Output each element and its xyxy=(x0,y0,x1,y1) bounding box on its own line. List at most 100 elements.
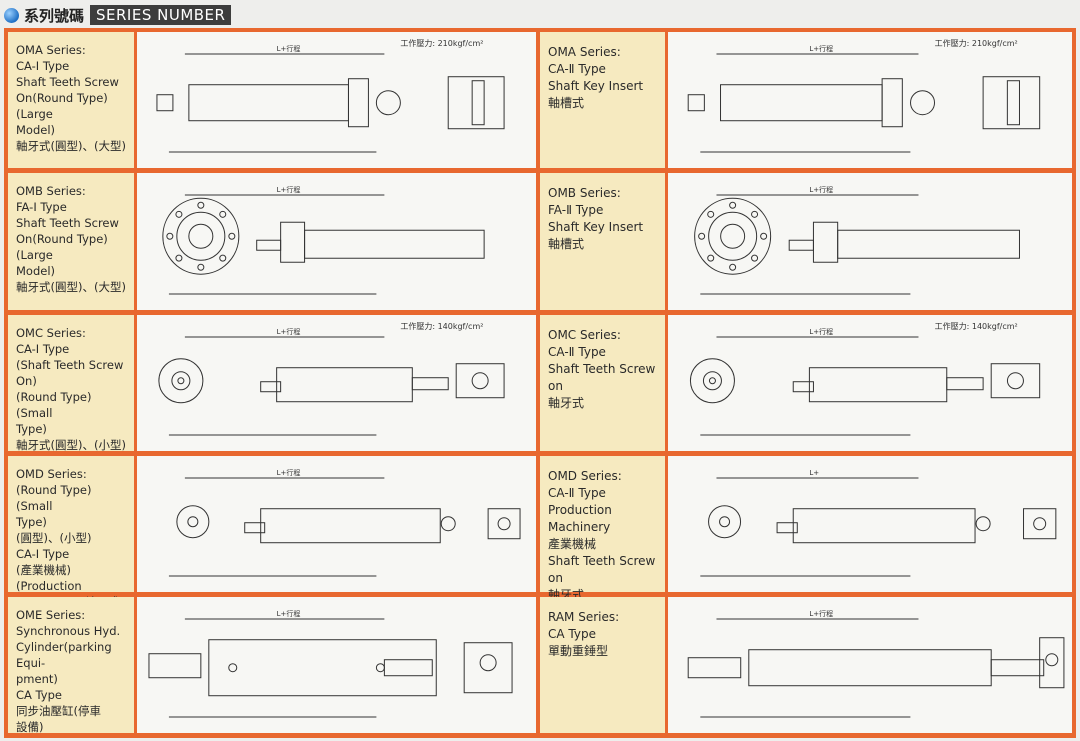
series-description-line: (圓型)、(小型) xyxy=(16,531,92,545)
technical-drawing-right-1: L+行程 工作壓力: 210kgf/cm² xyxy=(668,32,1072,168)
series-description-line: 單動重錘型 xyxy=(548,644,609,658)
series-description-line: Type) xyxy=(16,515,47,529)
stroke-label: L+行程 xyxy=(277,609,301,618)
series-description-line: CA Type xyxy=(548,627,596,641)
series-description-line: Shaft Teeth Screw xyxy=(16,75,119,89)
series-description-line: Shaft Teeth Screw xyxy=(16,216,119,230)
working-pressure-label: 工作壓力: 210kgf/cm² xyxy=(935,38,1018,48)
page-header: 系列號碼 SERIES NUMBER xyxy=(4,3,232,27)
working-pressure-label: 工作壓力: 140kgf/cm² xyxy=(400,321,483,331)
cylinder-drawing-svg: L+行程 xyxy=(148,609,513,718)
series-description-line: OMB Series: xyxy=(548,186,621,200)
technical-drawing-left-2: L+行程 xyxy=(137,173,536,310)
stroke-label: L+行程 xyxy=(277,185,301,194)
stroke-label: L+行程 xyxy=(277,327,301,336)
series-description-line: CA-Ⅱ Type xyxy=(548,345,606,359)
cylinder-drawing-svg: L+行程 工作壓力: 210kgf/cm² xyxy=(687,38,1041,153)
stroke-label: L+行程 xyxy=(809,327,833,336)
series-description-line: Model) xyxy=(16,123,56,137)
stroke-label: L+行程 xyxy=(277,468,301,477)
technical-drawing-left-3: L+行程 工作壓力: 140kgf/cm² xyxy=(137,315,536,451)
series-description-line: RAM Series: xyxy=(548,610,620,624)
series-description-line: FA-Ⅱ Type xyxy=(548,203,604,217)
series-description-line: 設備) xyxy=(16,720,44,734)
stroke-label: L+行程 xyxy=(809,185,833,194)
series-description-line: OME Series: xyxy=(16,608,86,622)
series-description-line: Shaft Key Insert xyxy=(548,79,644,93)
cylinder-drawing-svg: L+行程 工作壓力: 210kgf/cm² xyxy=(156,38,505,153)
header-title-en: SERIES NUMBER xyxy=(90,5,232,25)
stroke-label: L+行程 xyxy=(809,609,833,618)
series-description-line: 軸牙式(圓型)、(大型) xyxy=(16,280,126,294)
technical-drawing-right-2: L+行程 xyxy=(668,173,1072,310)
stroke-label: L+行程 xyxy=(277,44,301,53)
series-description-line: OMB Series: xyxy=(16,184,86,198)
header-title-cn: 系列號碼 xyxy=(24,6,85,25)
cylinder-drawing-svg: L+行程 xyxy=(687,609,1065,718)
series-description-line: On(Round Type)(Large xyxy=(16,91,108,121)
cylinder-drawing-svg: L+行程 xyxy=(694,185,1020,295)
technical-drawing-left-4: L+行程 xyxy=(137,456,536,592)
series-description-line: CA-I Type xyxy=(16,547,70,561)
series-description-line: Type) xyxy=(16,422,47,436)
series-description-line: OMA Series: xyxy=(16,43,86,57)
series-description-line: 軸牙式(圓型)、(大型) xyxy=(16,139,126,153)
series-description-line: Synchronous Hyd. xyxy=(16,624,121,638)
series-description-line: OMA Series: xyxy=(548,45,621,59)
series-description-line: Model) xyxy=(16,264,56,278)
series-description-line: 軸槽式 xyxy=(548,237,585,251)
stroke-label: L+行程 xyxy=(809,44,833,53)
series-description-left-5: OME Series: Synchronous Hyd. Cylinder(park… xyxy=(8,597,134,734)
series-description-line: 軸牙式(圓型)、(小型) xyxy=(16,438,126,452)
cylinder-drawing-svg: L+ xyxy=(700,469,1057,577)
cylinder-drawing-svg: L+行程 工作壓力: 140kgf/cm² xyxy=(158,321,505,436)
technical-drawing-left-1: L+行程 工作壓力: 210kgf/cm² xyxy=(137,32,536,168)
working-pressure-label: 工作壓力: 210kgf/cm² xyxy=(400,38,483,48)
cylinder-drawing-svg: L+行程 工作壓力: 140kgf/cm² xyxy=(689,321,1041,436)
series-description-line: (Production xyxy=(16,579,82,593)
series-description-line: OMC Series: xyxy=(548,328,621,342)
series-description-line: (產業機械) xyxy=(16,563,71,577)
bullet-globe-icon xyxy=(4,7,19,23)
series-description-line: Production Machinery xyxy=(548,503,612,534)
series-description-line: 產業機械 xyxy=(548,537,597,551)
series-description-line: Shaft Key Insert xyxy=(548,220,644,234)
series-description-line: 同步油壓缸(停車 xyxy=(16,704,101,718)
series-description-left-3: OMC Series: CA-I Type (Shaft Teeth Screw O… xyxy=(8,315,134,452)
technical-drawing-right-5: L+行程 xyxy=(668,597,1072,733)
series-description-line: (Round Type)(Small xyxy=(16,483,92,513)
series-description-right-5: RAM Series: CA Type 單動重錘型 xyxy=(540,597,665,733)
series-description-line: OMD Series: xyxy=(548,469,622,483)
series-description-line: pment) xyxy=(16,672,58,686)
cylinder-drawing-svg: L+行程 xyxy=(162,185,485,295)
series-description-line: (Shaft Teeth Screw On) xyxy=(16,358,124,388)
series-description-line: FA-I Type xyxy=(16,200,67,214)
cylinder-drawing-svg: L+行程 xyxy=(168,468,521,577)
series-description-line: 軸牙式 xyxy=(548,396,585,410)
technical-drawing-left-5: L+行程 xyxy=(137,597,536,733)
series-description-line: CA Type xyxy=(16,688,62,702)
series-description-line: OMD Series: xyxy=(16,467,87,481)
series-description-line: OMC Series: xyxy=(16,326,86,340)
series-description-line: 軸槽式 xyxy=(548,96,585,110)
stroke-label: L+ xyxy=(809,469,819,477)
series-description-line: CA-I Type xyxy=(16,342,70,356)
series-description-line: CA-Ⅱ Type xyxy=(548,486,606,500)
series-description-line: Cylinder(parking Equi- xyxy=(16,640,112,670)
working-pressure-label: 工作壓力: 140kgf/cm² xyxy=(935,321,1018,331)
series-description-line: Shaft Teeth Screw on xyxy=(548,554,656,585)
technical-drawing-right-3: L+行程 工作壓力: 140kgf/cm² xyxy=(668,315,1072,451)
series-description-line: CA-I Type xyxy=(16,59,70,73)
series-description-line: CA-Ⅱ Type xyxy=(548,62,606,76)
technical-drawing-right-4: L+ xyxy=(668,456,1072,592)
series-description-line: Shaft Teeth Screw on xyxy=(548,362,656,393)
series-description-line: On(Round Type)(Large xyxy=(16,232,108,262)
